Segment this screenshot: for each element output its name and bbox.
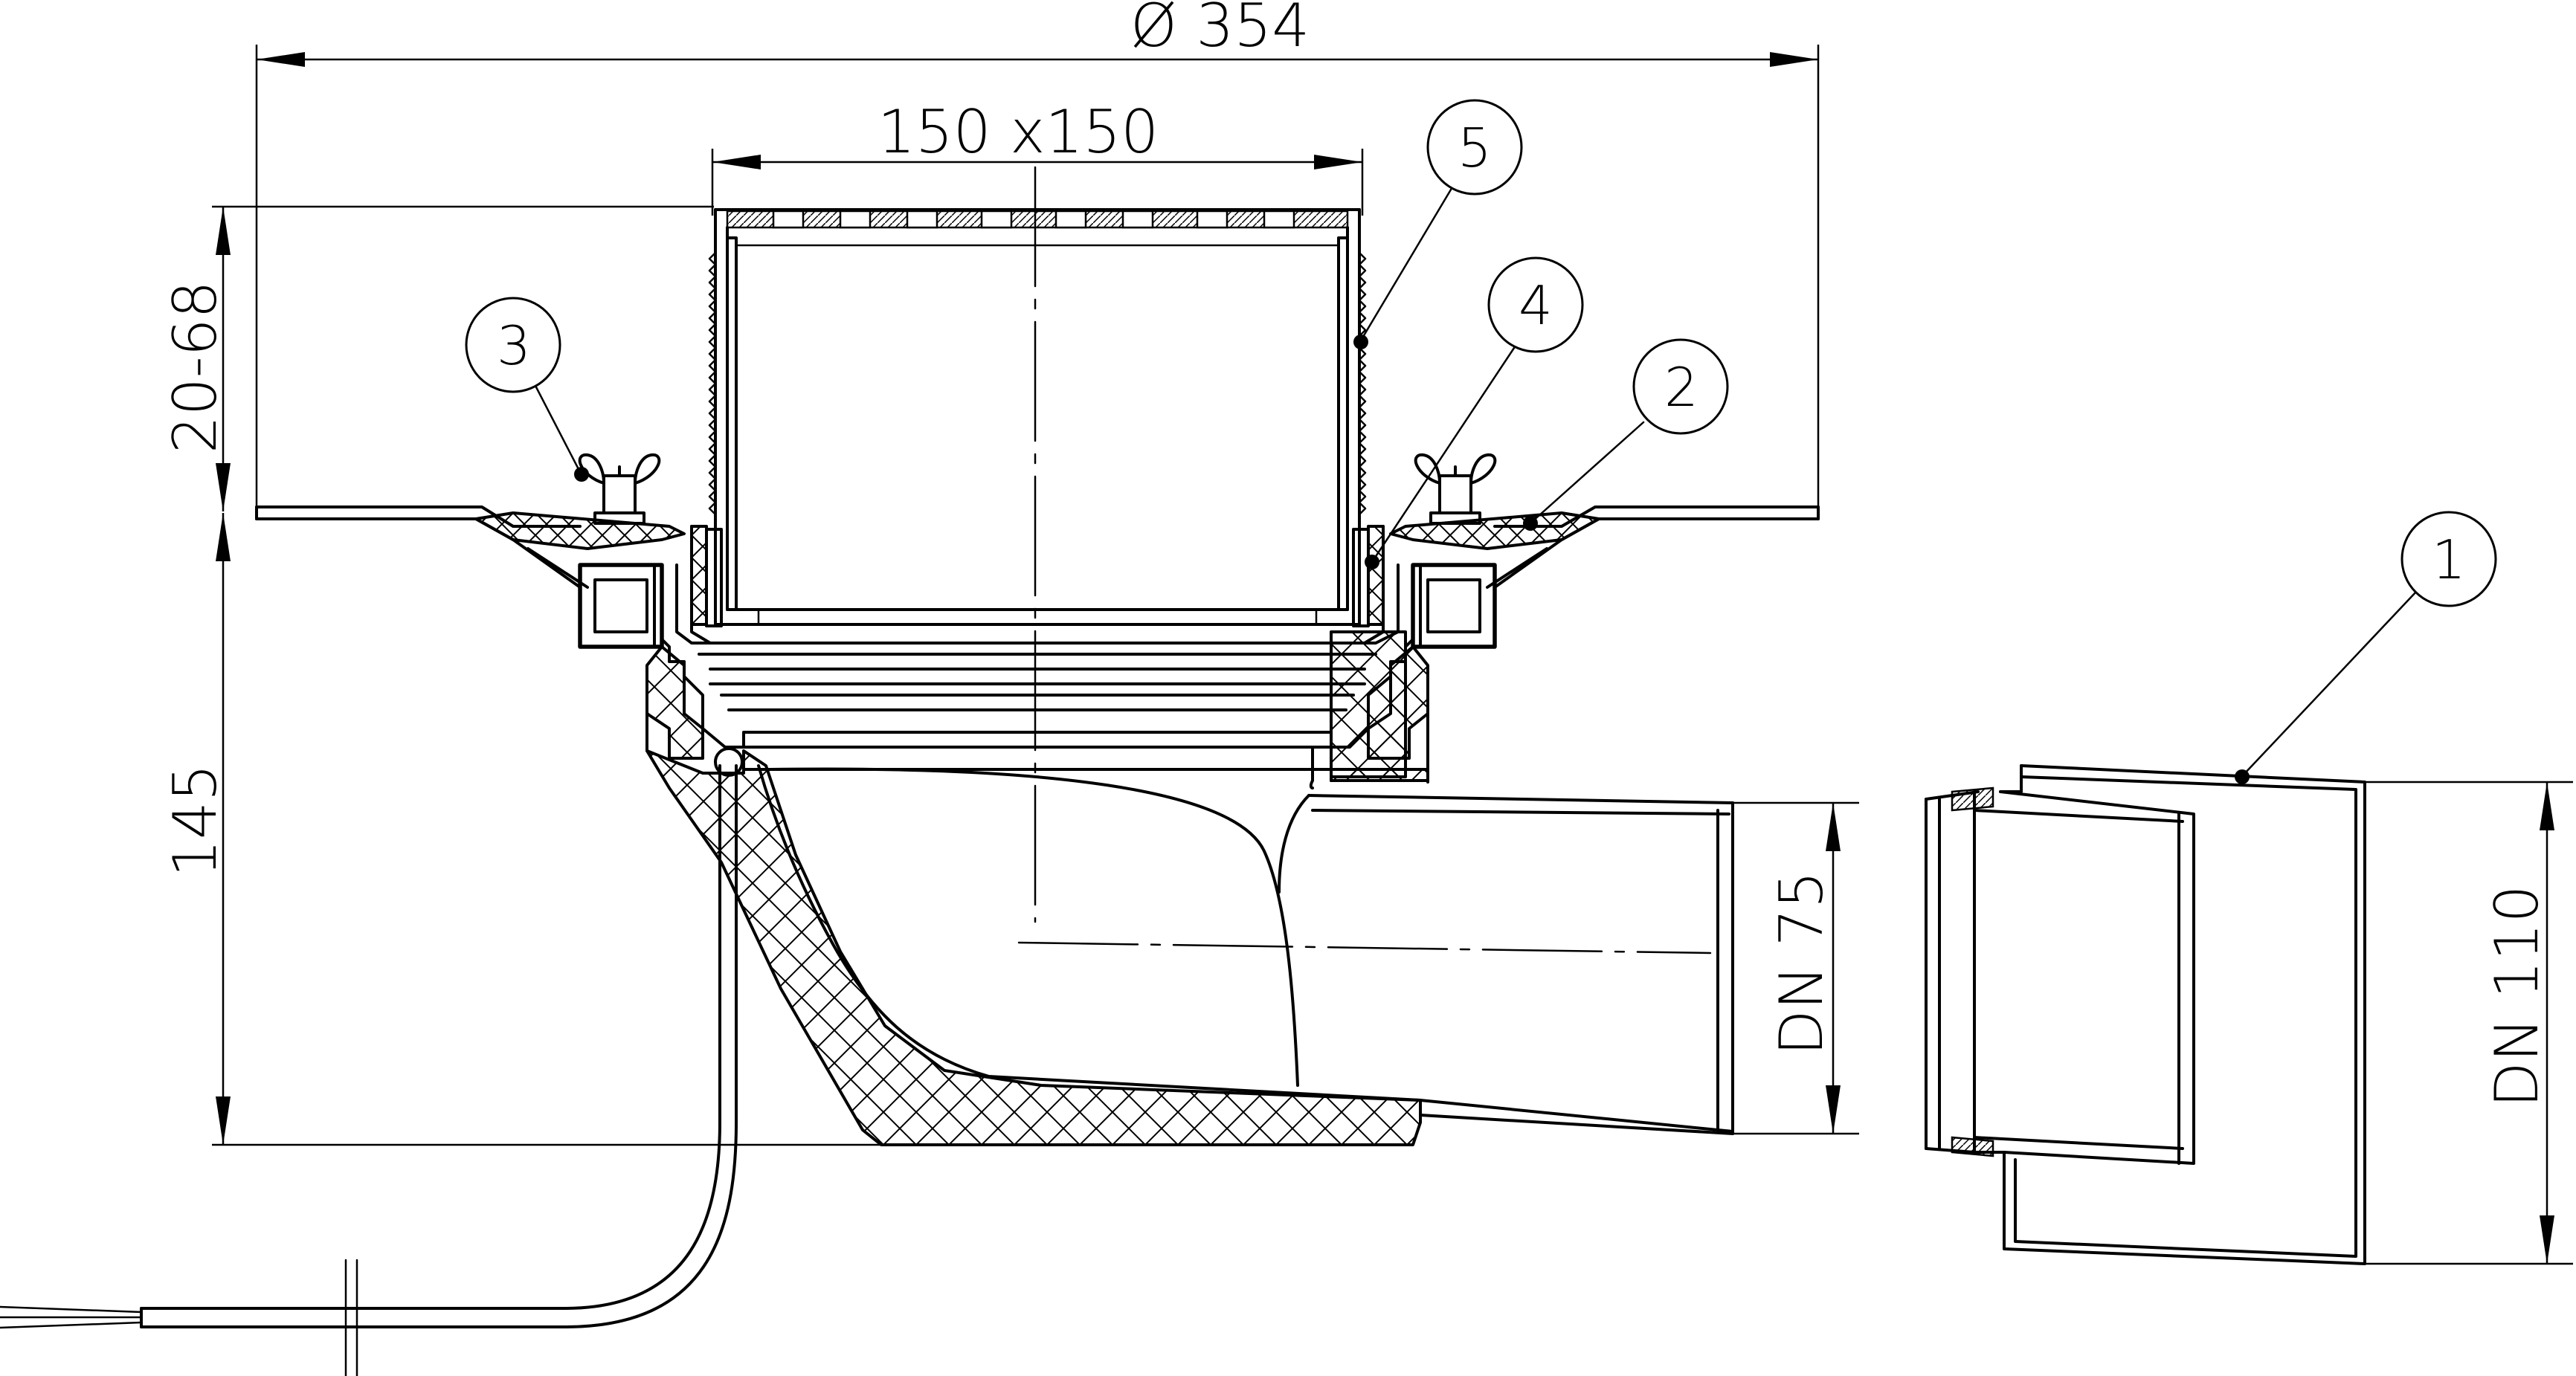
body-socket	[645, 645, 1429, 782]
height-range-label: 20-68	[161, 281, 230, 453]
frame-body	[660, 525, 1414, 749]
grate-size-dimension: 150 x150	[711, 97, 1364, 216]
outlet-body	[645, 630, 1429, 1146]
grate-extension	[708, 208, 1367, 626]
heating-cable	[0, 747, 744, 1376]
diameter-label: Ø 354	[1130, 0, 1310, 60]
callout-3-label: 3	[497, 314, 531, 377]
wing-nut-right	[1414, 453, 1497, 525]
callout-3: 3	[465, 297, 589, 482]
callout-4: 4	[1365, 256, 1584, 569]
grate-size-label: 150 x150	[878, 97, 1159, 167]
wing-nut-left	[578, 453, 661, 525]
dn110-dimension: DN 110	[2365, 781, 2573, 1265]
dn75-label: DN 75	[1767, 871, 1836, 1056]
height-range-dimension: 20-68	[161, 205, 714, 511]
center-lines	[1017, 166, 1712, 955]
dn110-label: DN 110	[2482, 885, 2551, 1108]
callout-4-label: 4	[1519, 274, 1553, 337]
callout-5: 5	[1353, 99, 1523, 349]
clamping-ring-left	[474, 511, 686, 649]
callout-1: 1	[2235, 511, 2497, 784]
pipe-sleeve-dn110	[1925, 764, 2366, 1265]
clamping-ring-right	[1389, 511, 1600, 649]
height-label: 145	[161, 763, 230, 877]
dn75-dimension: DN 75	[1733, 801, 1859, 1135]
callout-1-label: 1	[2432, 529, 2466, 591]
height-dimension: 145	[161, 513, 1413, 1146]
callout-5-label: 5	[1458, 117, 1492, 179]
outlet-pipe-dn75	[1278, 794, 1734, 1135]
diameter-dimension: Ø 354	[255, 0, 1820, 513]
callout-2: 2	[1523, 338, 1729, 531]
callout-2-label: 2	[1664, 356, 1698, 419]
